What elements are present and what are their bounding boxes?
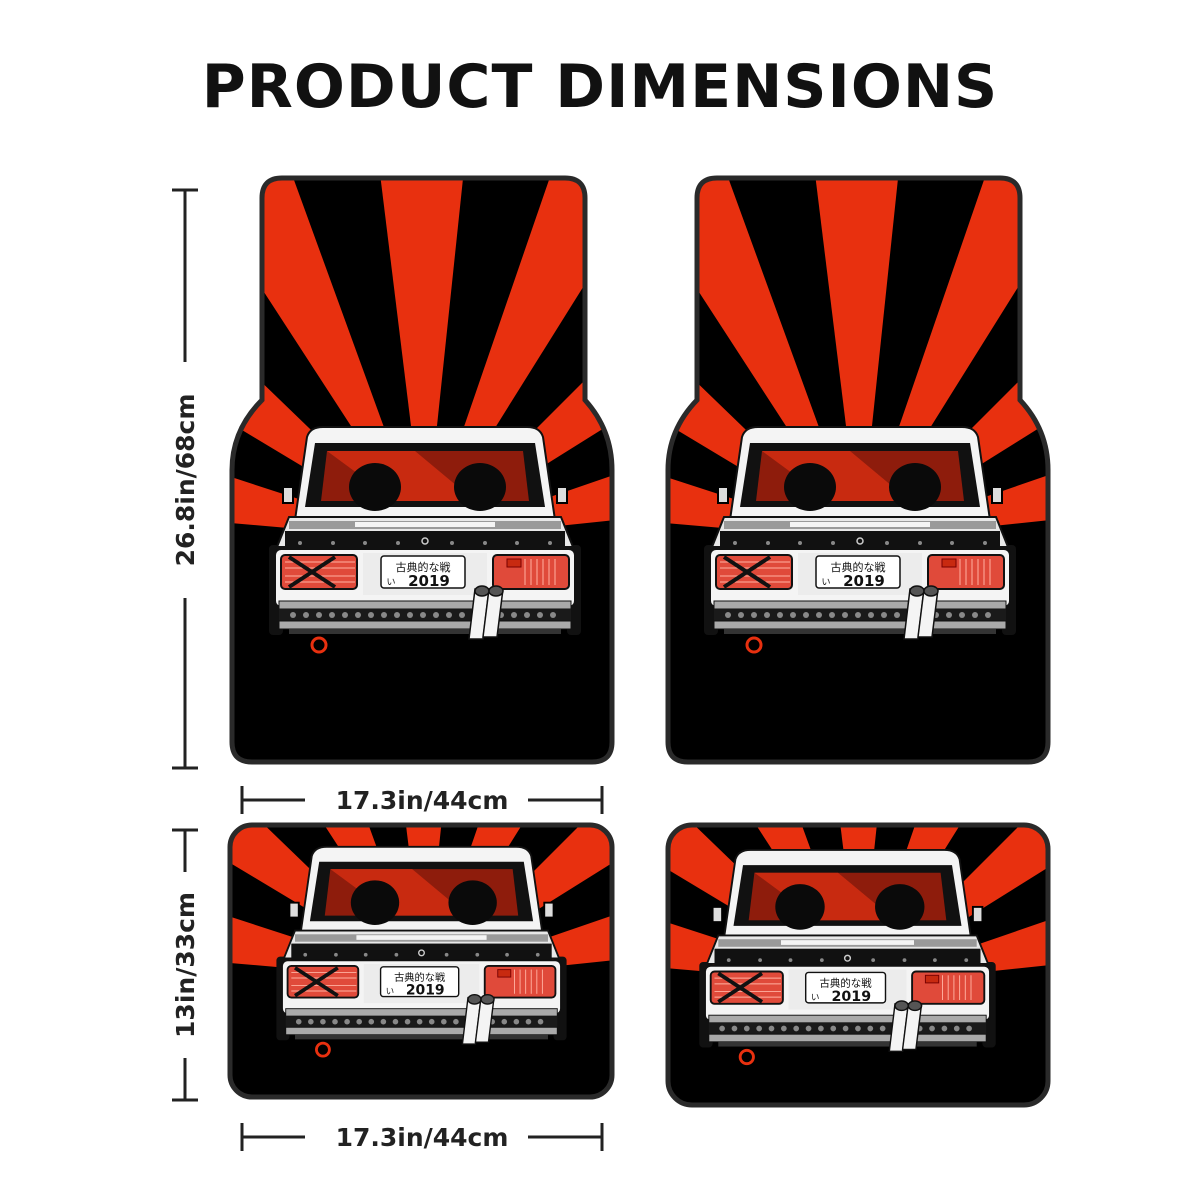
mat-rear-right: 古典的な戦 い 2019 [0, 0, 1200, 1115]
dimension-front-width [240, 786, 604, 814]
sunburst-ray [425, 178, 612, 540]
plate-number: 2019 [406, 983, 445, 999]
mat-front-right: 古典的な戦 い 2019 [0, 0, 1200, 780]
plate-line-1: 古典的な戦 [394, 971, 446, 984]
dimension-front-height [172, 188, 198, 770]
dimension-rear-height [172, 828, 198, 1102]
plate-line-1: 古典的な戦 [831, 560, 886, 574]
plate-line-1: 古典的な戦 [820, 977, 873, 990]
sunburst-ray [860, 178, 1048, 540]
dimension-rear-width [240, 1123, 604, 1151]
mat-front-left: 古典的な戦 い 2019 [0, 0, 1200, 780]
car-graphic [274, 844, 569, 1058]
car-graphic [697, 848, 998, 1066]
license-plate: 古典的な戦 い 2019 [386, 560, 450, 590]
plate-number: 2019 [843, 572, 885, 590]
mat-rear-left: 古典的な戦 い 2019 [0, 0, 1200, 1115]
front-width-label: 17.3in/44cm [336, 786, 509, 815]
sunburst-ray [232, 178, 425, 540]
plate-prefix: い [821, 578, 830, 588]
plate-number: 2019 [831, 989, 871, 1005]
front-height-label: 26.8in/68cm [171, 394, 200, 567]
plate-prefix: い [386, 578, 395, 588]
license-plate: 古典的な戦 い 2019 [386, 971, 446, 999]
rear-height-label: 13in/33cm [171, 892, 200, 1038]
license-plate: 古典的な戦 い 2019 [821, 560, 885, 590]
sunburst-ray [668, 178, 860, 540]
rear-width-label: 17.3in/44cm [336, 1123, 509, 1152]
plate-number: 2019 [408, 572, 450, 590]
license-plate: 古典的な戦 い 2019 [811, 977, 872, 1005]
plate-prefix: い [811, 993, 820, 1003]
plate-line-1: 古典的な戦 [396, 560, 451, 574]
page-title: PRODUCT DIMENSIONS [201, 52, 999, 122]
car-graphic [267, 425, 583, 654]
car-graphic [702, 425, 1018, 654]
plate-prefix: い [386, 986, 394, 996]
